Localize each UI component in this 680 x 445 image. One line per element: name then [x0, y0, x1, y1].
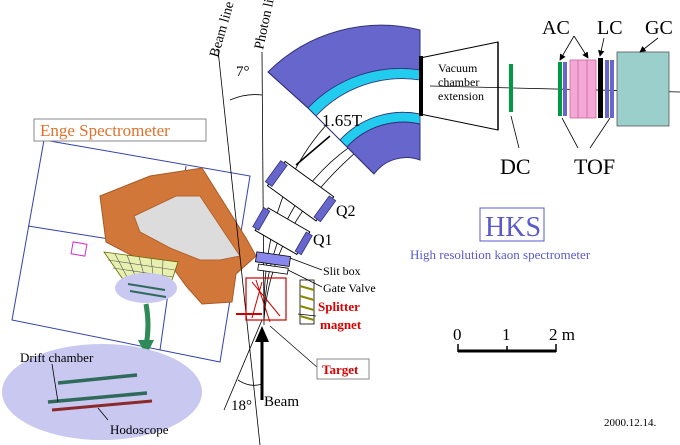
- splitter-label-2: magnet: [320, 317, 362, 332]
- hodoscope-leader: [97, 407, 109, 421]
- scale-label-0: 0: [453, 325, 462, 344]
- small-dc-line-2: [129, 290, 167, 298]
- drift-chamber-leader: [51, 363, 59, 403]
- detector-ellipse-large: [2, 344, 202, 440]
- dc-leader: [510, 115, 520, 149]
- scale-label-1: 1: [502, 325, 511, 344]
- target-leader: [269, 325, 319, 369]
- photon-line-guide: [261, 51, 265, 326]
- enge-label: Enge Spectrometer: [40, 121, 170, 140]
- vacuum-label-2: chamber: [438, 75, 479, 89]
- angle-arc-bottom: [237, 379, 263, 386]
- gc-label: GC: [645, 17, 673, 39]
- tof-1b: [563, 62, 567, 116]
- q2-label: Q2: [336, 203, 356, 220]
- q1-quadrupole: [252, 207, 313, 256]
- dc-label: DC: [500, 154, 531, 179]
- scale-label-2: 2 m: [549, 325, 575, 344]
- drift-chamber-bar-2: [47, 391, 148, 404]
- hodoscope-label: Hodoscope: [110, 422, 169, 437]
- angle-top-label: 7°: [236, 64, 250, 80]
- lc-label: LC: [597, 17, 623, 39]
- tof-leader-1: [561, 117, 579, 149]
- gate-valve: [257, 263, 289, 275]
- gc-leader: [639, 37, 659, 53]
- beam-18deg-line: [223, 319, 263, 411]
- enge-magnet-gap: [133, 195, 241, 261]
- gate-valve-label: Gate Valve: [323, 281, 376, 295]
- tof-1: [558, 62, 562, 116]
- tof-2b: [610, 60, 614, 118]
- target-label: Target: [322, 362, 359, 377]
- beam-label: Beam: [264, 394, 299, 410]
- splitter-magnet-drawing: [236, 277, 315, 325]
- vacuum-label-3: extension: [438, 89, 484, 103]
- q1-label: Q1: [313, 232, 333, 249]
- vacuum-label-1: Vacuum: [438, 61, 478, 75]
- slit-box: [255, 251, 291, 267]
- detector-ellipse-small: [115, 273, 177, 303]
- drift-chamber-label: Drift chamber: [20, 350, 94, 365]
- ac-leader-1: [559, 35, 575, 61]
- ac-label: AC: [542, 17, 570, 39]
- dc-detector: [509, 64, 513, 112]
- lc-detector: [598, 58, 603, 118]
- hodoscope-bar: [51, 399, 153, 412]
- gc-detector: [616, 51, 670, 127]
- target-label-box: [316, 358, 370, 380]
- ac-detector: [569, 59, 597, 119]
- hks-label-box: [479, 207, 545, 242]
- field-label: 1.65T: [322, 111, 363, 130]
- splitter-label-1: Splitter: [318, 299, 360, 314]
- beam-arrow-head: [255, 326, 269, 342]
- scale-bar: [457, 344, 557, 353]
- angle-bottom-label: 18°: [231, 398, 252, 414]
- tof-2: [605, 60, 609, 118]
- splitter-leader: [297, 313, 317, 317]
- slit-box-leader: [289, 257, 323, 271]
- hks-dipole: [267, 24, 421, 175]
- enge-aux-box: [70, 241, 88, 257]
- hks-full-label: High resolution kaon spectrometer: [410, 247, 591, 262]
- beam-line-label: Beam line: [207, 0, 237, 59]
- photon-line-label: Photon line: [252, 0, 280, 51]
- ac-leader-2: [573, 35, 589, 59]
- q2-quadrupole: [264, 160, 337, 223]
- date-label: 2000.12.14.: [604, 417, 657, 429]
- slit-box-label: Slit box: [323, 264, 361, 278]
- tof-leader-2: [589, 117, 611, 149]
- enge-label-box: [33, 118, 207, 142]
- drift-chamber-bar: [57, 373, 138, 385]
- hks-label: HKS: [485, 212, 541, 243]
- small-dc-line-1: [127, 283, 166, 291]
- lc-leader: [598, 37, 605, 57]
- zoom-arrow: [143, 303, 151, 347]
- zoom-arrow-head: [138, 340, 154, 356]
- beam-line-guide: [217, 49, 261, 445]
- gate-valve-leader: [287, 269, 323, 288]
- angle-arc-top: [229, 94, 263, 101]
- tof-label: TOF: [574, 154, 615, 179]
